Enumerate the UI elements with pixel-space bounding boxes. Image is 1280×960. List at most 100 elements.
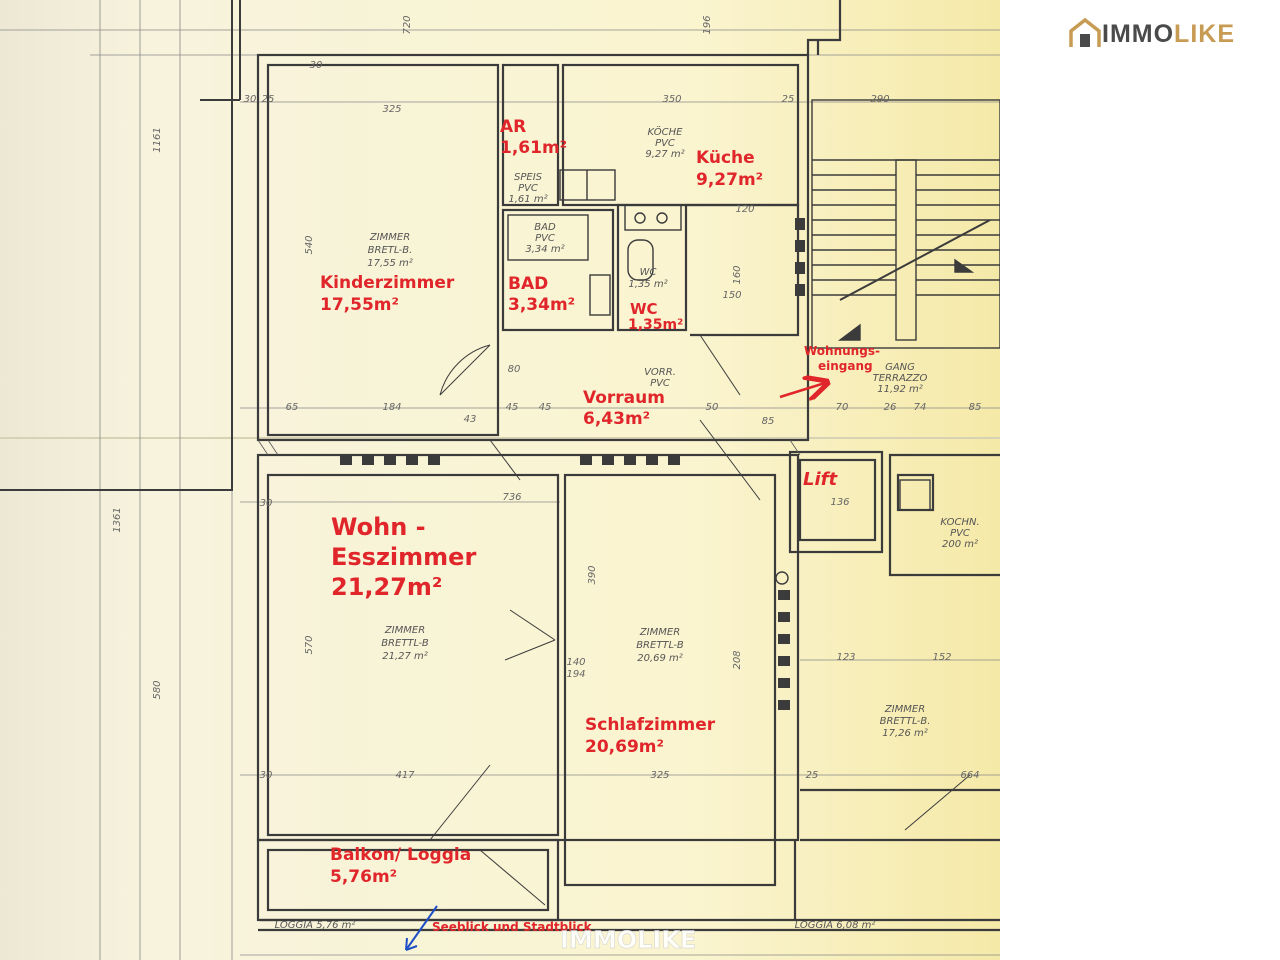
dim-70: 70 [836, 402, 849, 413]
plan-text-kinder-2: BRETL-B. [368, 245, 413, 256]
dim-184: 184 [382, 402, 401, 413]
plan-text-kinder-1: ZIMMER [369, 232, 410, 243]
room-label-wohn-1: Wohn - [331, 513, 426, 541]
room-area-balkon: 5,76m² [330, 867, 397, 887]
dim-30-b: 30 [244, 94, 257, 105]
plan-text-loggia-left: LOGGIA 5,76 m² [275, 920, 356, 931]
plan-text-bad-2: PVC [535, 233, 555, 244]
dim-120: 120 [735, 204, 754, 215]
plan-text-nachbar-1: ZIMMER [884, 704, 925, 715]
dim-85-b: 85 [762, 416, 775, 427]
dim-150: 150 [722, 290, 741, 301]
watermark-text: IMMOLIKE [560, 926, 696, 954]
plan-text-loggia-right: LOGGIA 6,08 m² [795, 920, 876, 931]
dim-1161: 1161 [152, 127, 163, 152]
plan-text-wc-1: WC [640, 267, 657, 278]
dim-664: 664 [960, 770, 979, 781]
dim-325-b: 325 [650, 770, 669, 781]
dim-1361: 1361 [112, 507, 123, 532]
plan-text-gang-2: TERRAZZO [873, 373, 928, 384]
room-label-balkon: Balkon/ Loggia [330, 845, 471, 865]
plan-text-speis-1: SPEIS [514, 172, 543, 183]
room-area-bad: 3,34m² [508, 295, 575, 315]
shaft-blocks [340, 218, 805, 710]
dimension-labels: 30 30 25 325 350 290 540 1161 65 184 43 … [112, 15, 981, 781]
plan-text-schlaf-3: 20,69 m² [637, 653, 683, 664]
plan-text-wohn-1: ZIMMER [384, 625, 425, 636]
room-labels: AR 1,61m² Küche 9,27m² Kinderzimmer 17,5… [320, 117, 880, 887]
plan-text-kochn-2: PVC [950, 528, 970, 539]
plan-text-koeche-1: KÖCHE [648, 125, 684, 138]
room-label-kinderzimmer: Kinderzimmer [320, 273, 455, 293]
plan-text-kochn-3: 200 m² [942, 539, 978, 550]
plan-text-wohn-3: 21,27 m² [382, 651, 428, 662]
dim-45-b: 45 [539, 402, 552, 413]
dim-350: 350 [662, 94, 681, 105]
seeblick-label: Seeblick und Stadtblick [432, 920, 593, 934]
stairwell [811, 99, 1000, 349]
plan-text-schlaf-2: BRETTL-B [636, 640, 684, 651]
dim-26: 26 [884, 402, 897, 413]
plan-text-schlaf-1: ZIMMER [639, 627, 680, 638]
plan-text-koeche-3: 9,27 m² [645, 149, 684, 160]
dim-325-a: 325 [382, 104, 401, 115]
room-label-vorraum: Vorraum [583, 388, 665, 408]
dim-570: 570 [304, 635, 315, 654]
walls [256, 0, 1000, 932]
wall-hatch [257, 439, 801, 456]
plan-text-koeche-2: PVC [655, 138, 675, 149]
logo-text-like: LIKE [1174, 19, 1235, 48]
dim-65: 65 [286, 402, 299, 413]
plan-text-vorr-2: PVC [650, 378, 670, 389]
dim-540: 540 [304, 235, 315, 254]
dim-194: 194 [566, 669, 585, 680]
dim-80: 80 [508, 364, 521, 375]
dim-390: 390 [587, 565, 598, 584]
dim-152: 152 [932, 652, 951, 663]
room-area-wc: 1,35m² [628, 317, 683, 333]
dim-123: 123 [836, 652, 855, 663]
dim-30-d: 30 [260, 498, 273, 509]
dim-74: 74 [914, 402, 927, 413]
room-label-wohn-2: Esszimmer [331, 543, 476, 571]
plan-text: ZIMMER BRETL-B. 17,55 m² KÖCHE PVC 9,27 … [275, 125, 980, 931]
dimension-lines [0, 0, 1000, 960]
plan-text-gang-1: GANG [885, 362, 915, 373]
plan-text-speis-2: PVC [518, 183, 538, 194]
view-arrow-icon [405, 905, 438, 951]
dim-580: 580 [152, 680, 163, 699]
room-area-ar: 1,61m² [500, 138, 567, 158]
room-area-wohn: 21,27m² [331, 573, 442, 601]
dim-43: 43 [464, 414, 477, 425]
entrance-arrow-icon [779, 383, 825, 397]
dim-160: 160 [732, 265, 743, 284]
room-label-ar: AR [500, 117, 526, 137]
room-area-schlafzimmer: 20,69m² [585, 737, 664, 757]
fixtures [507, 169, 931, 585]
dim-417: 417 [395, 770, 415, 781]
room-label-bad: BAD [508, 274, 548, 294]
plan-text-kochn-1: KOCHN. [940, 517, 979, 528]
dim-196: 196 [702, 15, 713, 34]
room-label-eingang-1: Wohnungs- [804, 344, 880, 358]
dim-140: 140 [566, 657, 585, 668]
dim-290: 290 [870, 94, 889, 105]
dim-30-a: 30 [310, 60, 323, 71]
immolike-logo: IMMOLIKE [1068, 14, 1235, 54]
dim-85-a: 85 [969, 402, 982, 413]
room-label-wc: WC [630, 300, 658, 318]
room-area-kinderzimmer: 17,55m² [320, 295, 399, 315]
plan-text-vorr-1: VORR. [644, 367, 676, 378]
plan-text-speis-3: 1,61 m² [508, 194, 547, 205]
logo-text-immo: IMMO [1102, 19, 1175, 48]
dim-45-a: 45 [506, 402, 519, 413]
room-label-schlafzimmer: Schlafzimmer [585, 715, 716, 735]
room-label-kueche: Küche [696, 148, 755, 168]
plan-text-wohn-2: BRETTL-B [381, 638, 429, 649]
room-area-vorraum: 6,43m² [583, 409, 650, 429]
plan-text-gang-3: 11,92 m² [877, 384, 923, 395]
dim-50: 50 [706, 402, 719, 413]
plan-text-wc-2: 1,35 m² [628, 279, 667, 290]
neighbor-wall [0, 0, 241, 491]
plan-text-nachbar-2: BRETTL-B. [880, 716, 931, 727]
